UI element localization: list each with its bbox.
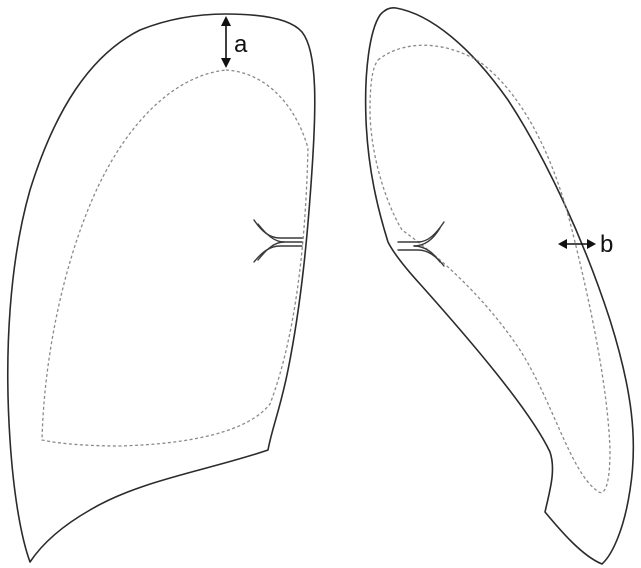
left-lung bbox=[366, 8, 634, 564]
arrowhead-left-icon bbox=[558, 239, 567, 249]
measurement-a: a bbox=[221, 16, 248, 68]
right-lung bbox=[8, 14, 315, 562]
right-bronchus bbox=[254, 220, 302, 262]
arrowhead-right-icon bbox=[587, 239, 596, 249]
left-lung-outline bbox=[366, 8, 634, 564]
label-b: b bbox=[600, 231, 613, 258]
right-lung-outline bbox=[8, 14, 315, 562]
arrowhead-down-icon bbox=[221, 58, 231, 68]
right-lung-inner-boundary bbox=[42, 70, 308, 446]
left-bronchus bbox=[398, 222, 444, 266]
label-a: a bbox=[234, 31, 248, 58]
arrowhead-up-icon bbox=[221, 16, 231, 26]
